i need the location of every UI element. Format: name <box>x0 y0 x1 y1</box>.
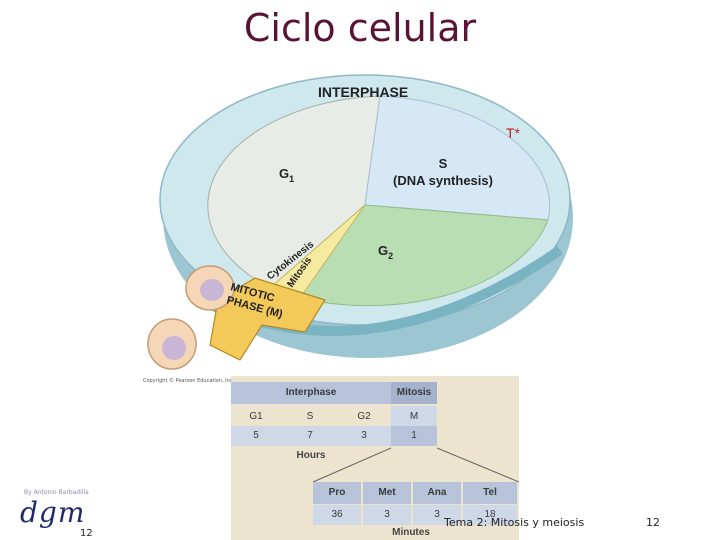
minutes-ana: 3 <box>413 505 461 525</box>
logo-number: 12 <box>80 528 93 539</box>
daughter-nucleus <box>162 336 186 360</box>
hours-row-bg <box>231 426 391 446</box>
g2-label: G2 <box>378 243 393 261</box>
copyright-note: Copyright © Pearson Education, Inc. <box>143 378 235 384</box>
minutes-label: Minutes <box>392 527 430 538</box>
sub-phase-tel: Tel <box>463 482 517 504</box>
g1-label: G1 <box>279 166 294 184</box>
mitotic-arrow <box>209 277 326 361</box>
zoom-lines <box>312 447 519 483</box>
hours-g1: 5 <box>253 430 259 441</box>
s-sublabel: (DNA synthesis) <box>393 173 493 188</box>
author-credit: By Antonio Barbadilla <box>24 489 89 496</box>
dgm-logo: dgm <box>20 496 86 529</box>
s-sector <box>364 95 551 221</box>
footer-title: Tema 2: Mitosis y meiosis <box>444 516 585 529</box>
footer-page-number: 12 <box>646 516 660 529</box>
parent-nucleus <box>200 279 224 301</box>
phase-g2: G2 <box>357 411 371 422</box>
phase-m: M <box>391 406 437 428</box>
t-marker: T* <box>506 125 521 141</box>
minutes-met: 3 <box>363 505 411 525</box>
s-label: S <box>439 156 448 171</box>
hours-s: 7 <box>307 430 313 441</box>
duration-table: Interphase Mitosis G1 S G2 M 5 7 3 1 Hou… <box>231 376 519 540</box>
hours-m: 1 <box>391 426 437 446</box>
minutes-tel: 18 <box>463 505 517 525</box>
interphase-header: Interphase <box>231 382 391 404</box>
phase-s: S <box>306 411 314 422</box>
hours-label: Hours <box>296 450 326 461</box>
mitosis-header: Mitosis <box>391 382 437 404</box>
sub-phase-met: Met <box>363 482 411 504</box>
slide-title: Ciclo celular <box>243 6 477 50</box>
interphase-label: INTERPHASE <box>318 84 408 100</box>
g1-sector <box>207 95 381 289</box>
phase-g1: G1 <box>249 411 263 422</box>
hours-g2: 3 <box>361 430 367 441</box>
sub-phase-pro: Pro <box>313 482 361 504</box>
sub-phase-ana: Ana <box>413 482 461 504</box>
minutes-pro: 36 <box>313 505 361 525</box>
g2-sector <box>299 204 549 307</box>
